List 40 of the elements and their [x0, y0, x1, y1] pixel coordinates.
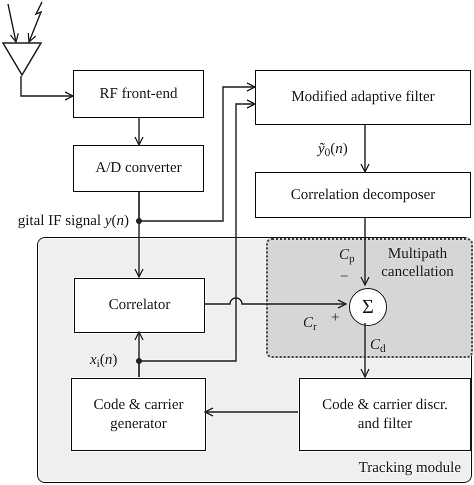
arrow — [7, 4, 19, 43]
box-label: Correlator — [108, 296, 170, 315]
arrow — [360, 218, 370, 286]
process-box — [255, 172, 471, 218]
box-label: Code & carrier generator — [92, 396, 184, 434]
edge-label: C$_{d}$ — [370, 336, 386, 354]
arrow — [138, 82, 256, 222]
edge-label: C$_{r}$ — [303, 314, 317, 332]
box-label: RF front-end — [100, 84, 178, 104]
signal-label: x$_{i}$(n) — [90, 351, 118, 369]
arrow — [360, 125, 370, 173]
process-box — [74, 278, 205, 333]
process-box — [255, 70, 471, 125]
arrow — [204, 407, 298, 417]
signal-label: − — [340, 268, 348, 286]
module-panel — [37, 237, 472, 483]
box-label: Σ — [362, 295, 374, 320]
box-label: Modified adaptive filter — [291, 88, 435, 107]
process-box — [73, 145, 204, 192]
process-box — [299, 378, 471, 451]
process-box — [73, 70, 204, 118]
cancellation-zone — [266, 238, 473, 358]
arrow — [360, 323, 370, 378]
box-label: Tracking module — [358, 458, 461, 478]
box-label: A/D converter — [95, 159, 182, 178]
edge-label: ỹ$_{0}$(n) — [318, 140, 348, 158]
box-label: Correlation decomposer — [290, 186, 436, 204]
arrow — [134, 118, 144, 146]
arrow — [20, 76, 74, 101]
process-box — [71, 378, 206, 451]
arrow — [204, 297, 347, 309]
antenna-symbol — [2, 42, 42, 76]
edge-label: C$_{p}$ — [339, 246, 355, 264]
box-label: Multipath cancellation — [380, 245, 455, 281]
summing-junction — [349, 288, 387, 326]
arrow — [28, 2, 43, 43]
box-label: Code & carrier discr. and filter — [321, 396, 449, 434]
signal-label: gital IF signal y(n) — [16, 212, 129, 230]
arrow — [138, 99, 256, 377]
signal-label: + — [331, 309, 340, 327]
